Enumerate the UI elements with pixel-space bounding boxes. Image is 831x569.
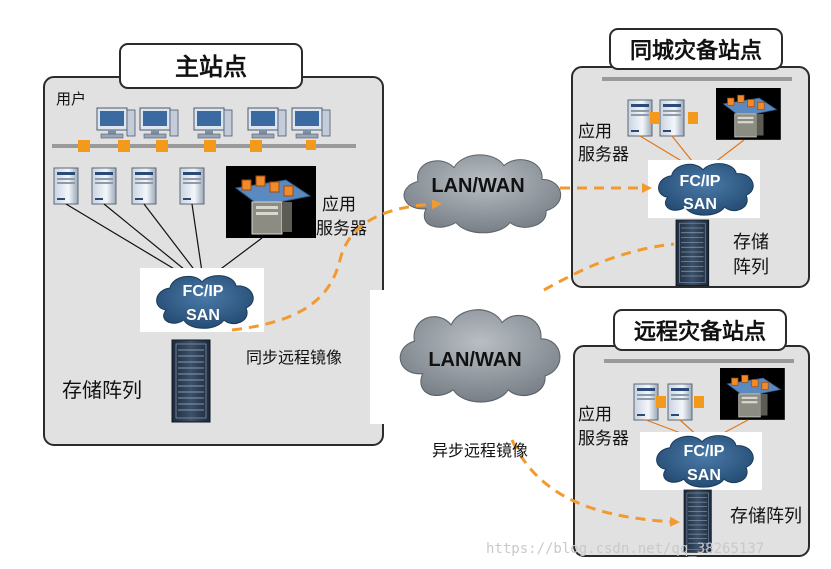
same-city-san-line1: FC/IP bbox=[680, 173, 721, 190]
same-city-app-label-line1: 应用 bbox=[578, 122, 612, 142]
server-icon bbox=[53, 167, 79, 205]
wan-top-label: LAN/WAN bbox=[431, 175, 524, 197]
remote-storage-label: 存储阵列 bbox=[730, 506, 802, 527]
remote-site: 远程灾备站点 应用 服务器 FC/IP SAN 存储阵列 bbox=[573, 309, 810, 557]
storage-array-icon bbox=[171, 339, 211, 423]
same-city-storage-line2: 阵列 bbox=[733, 257, 769, 278]
wan-top: LAN/WAN bbox=[403, 154, 562, 234]
same-city-san-line2: SAN bbox=[683, 196, 717, 213]
wan-bottom: LAN/WAN bbox=[399, 309, 561, 403]
server-icon bbox=[91, 167, 117, 205]
app-server-icon bbox=[715, 87, 782, 141]
same-city-site: 同城灾备站点 应用 服务器 FC/IP SAN 存储 阵列 bbox=[571, 28, 810, 288]
async-mirror-label: 异步远程镜像 bbox=[432, 441, 528, 460]
main-storage-label: 存储阵列 bbox=[62, 378, 142, 402]
same-city-storage-line1: 存储 bbox=[733, 232, 769, 253]
main-san-line2: SAN bbox=[186, 307, 220, 324]
remote-san-line2: SAN bbox=[687, 467, 721, 484]
same-city-app-label-line2: 服务器 bbox=[578, 145, 629, 165]
app-server-icon bbox=[719, 367, 786, 421]
server-icon bbox=[633, 383, 659, 421]
bus-ports bbox=[78, 140, 316, 152]
server-icon bbox=[659, 99, 685, 137]
sync-link-main-to-wan bbox=[231, 199, 442, 332]
storage-array-icon bbox=[675, 219, 710, 287]
main-san-links bbox=[65, 203, 263, 277]
app-server-icon bbox=[225, 165, 317, 239]
sync-link-samecity-storage bbox=[543, 242, 675, 292]
server-icon bbox=[627, 99, 653, 137]
remote-title: 远程灾备站点 bbox=[634, 319, 766, 345]
users-label: 用户 bbox=[56, 90, 86, 108]
main-site: 主站点 用户 应用 服务器 bbox=[43, 43, 384, 446]
server-icon bbox=[667, 383, 693, 421]
watermark: https://blog.csdn.net/qq_38265137 bbox=[486, 541, 764, 557]
server-icon bbox=[179, 167, 205, 205]
async-link-to-remote bbox=[510, 439, 680, 527]
same-city-title: 同城灾备站点 bbox=[630, 38, 762, 64]
same-city-title-box bbox=[609, 28, 783, 70]
server-icon bbox=[131, 167, 157, 205]
main-app-server-label-line2: 服务器 bbox=[316, 219, 367, 239]
remote-san-line1: FC/IP bbox=[684, 443, 725, 460]
mirror-links bbox=[231, 183, 680, 527]
main-app-server-label-line1: 应用 bbox=[322, 195, 356, 215]
remote-title-box bbox=[613, 309, 787, 351]
remote-app-label-line2: 服务器 bbox=[578, 429, 629, 449]
sync-mirror-label: 同步远程镜像 bbox=[246, 348, 342, 367]
wan-bottom-label: LAN/WAN bbox=[428, 349, 521, 371]
main-site-title-box bbox=[119, 43, 303, 89]
main-san-line1: FC/IP bbox=[183, 283, 224, 300]
main-site-title: 主站点 bbox=[175, 53, 247, 81]
remote-app-label-line1: 应用 bbox=[578, 405, 612, 425]
